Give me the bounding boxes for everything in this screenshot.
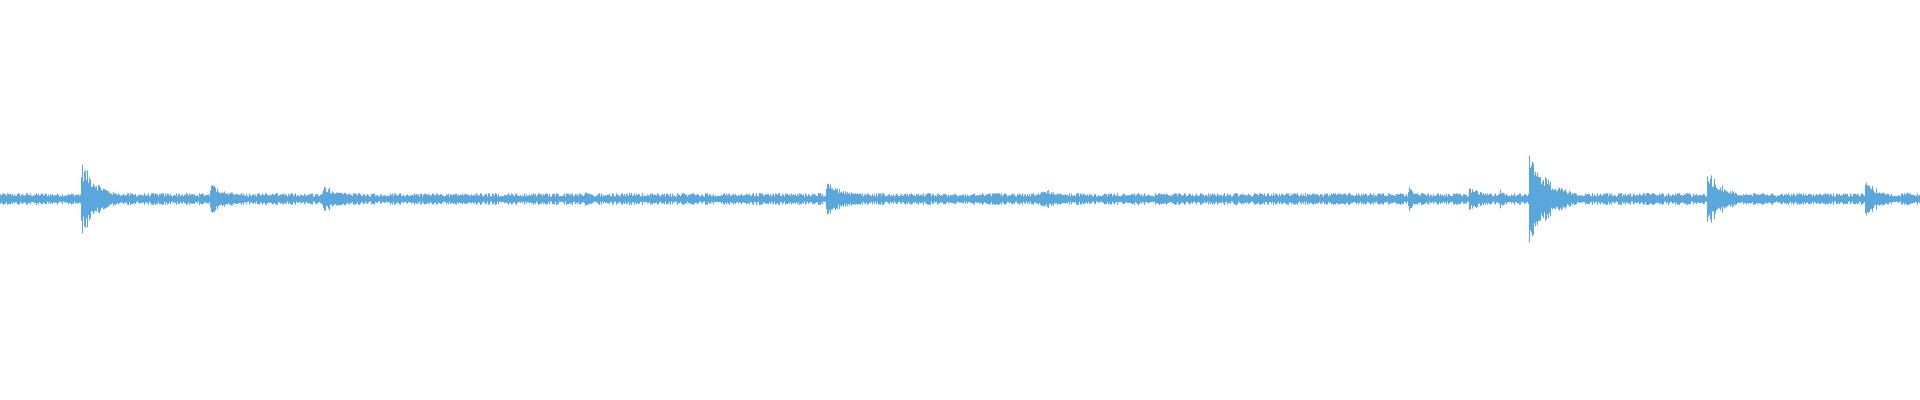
waveform-trace [0, 155, 1920, 243]
waveform-bars [0, 155, 1920, 243]
